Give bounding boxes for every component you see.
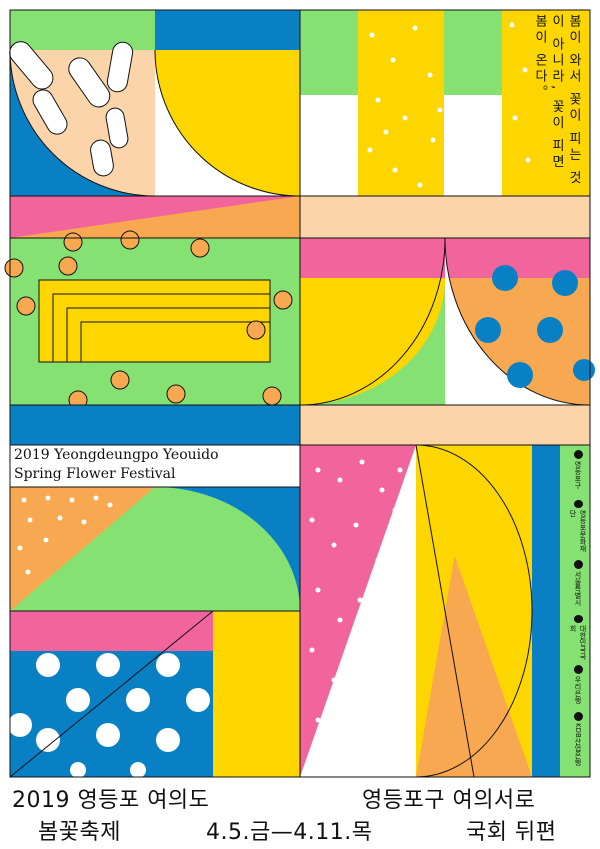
foundation-logo-icon [573, 500, 583, 509]
vertical-tagline: 봄이 와서 꽃이 피는 것이 아니라, 꽃이 피면 봄이 온다。 [532, 14, 581, 187]
middle-right-panel [299, 237, 595, 406]
seoul-logo-icon [573, 560, 583, 569]
sponsor-national-assembly[interactable]: 대한민국국회 [563, 615, 593, 660]
english-title-line-2: Spring Flower Festival [14, 466, 176, 482]
kdb-logo-icon [573, 712, 583, 721]
sponsor-woori-bank[interactable]: 우리은행 [563, 665, 593, 707]
sponsor-culture-foundation[interactable]: 영등포문화재단 [563, 500, 593, 554]
location-detail: 국회 뒤편 [466, 820, 557, 845]
sponsor-seoul[interactable]: 서울특별시 [563, 560, 593, 610]
woori-logo-icon [573, 665, 583, 674]
middle-left-panel [4, 230, 300, 410]
festival-name-line: 2019 영등포 여의도 [12, 788, 210, 813]
top-right-stripes [300, 10, 590, 196]
divider-band-1 [10, 196, 590, 238]
assembly-logo-icon [573, 615, 583, 623]
sponsor-yeongdeungpo[interactable]: 영등포구 [563, 450, 593, 498]
yeongdeungpo-logo-icon [573, 450, 583, 459]
festival-dates: 4.5.금—4.11.목 [206, 820, 373, 845]
bottom-right-panel [300, 444, 590, 778]
festival-subtitle: 봄꽃축제 [38, 820, 121, 845]
grid-lines [9, 9, 591, 778]
bottom-left-panel [8, 445, 300, 778]
location-line: 영등포구 여의서로 [362, 788, 536, 813]
english-title-line-1: 2019 Yeongdeungpo Yeouido [14, 447, 219, 463]
sponsor-kdb[interactable]: KDB산업은행 [563, 712, 593, 770]
top-left-panel [9, 10, 301, 197]
divider-band-2 [10, 405, 590, 445]
